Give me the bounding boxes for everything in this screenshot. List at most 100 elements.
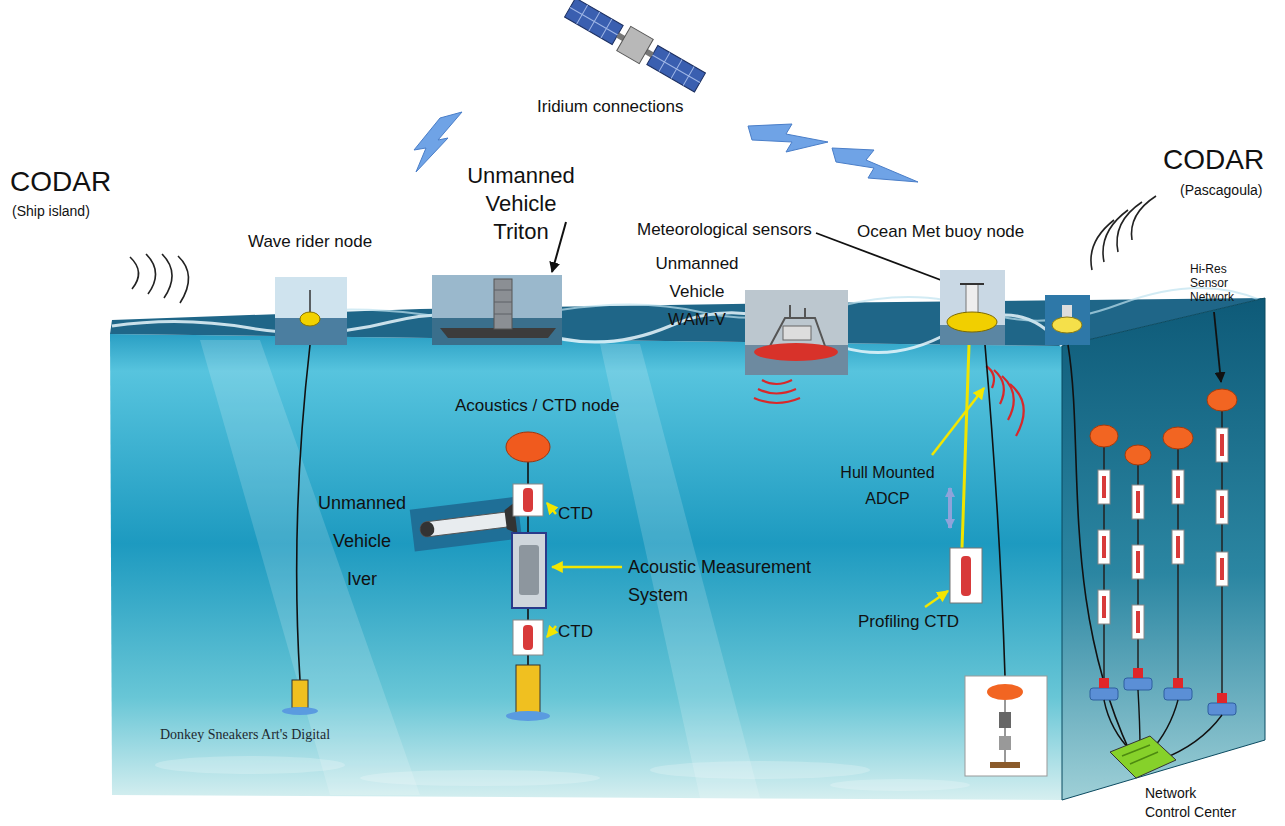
hi-res-sensor-network <box>1176 476 1180 498</box>
hi-res-sensor-network <box>1136 551 1140 573</box>
sea-block <box>155 756 970 791</box>
small-buoy-node <box>1052 317 1082 333</box>
iver-vehicle <box>410 497 522 552</box>
satellite-link-label-holder: Iridium connections <box>537 97 683 117</box>
sea-block <box>110 288 1265 800</box>
watermark: Donkey Sneakers Art's Digital <box>160 726 330 743</box>
vehicle-label: Unmanned Vehicle Iver <box>318 484 406 598</box>
met-buoy-node <box>999 712 1011 728</box>
met-buoy-node <box>947 312 997 332</box>
sea-block <box>155 756 345 774</box>
codar-waves <box>146 254 156 294</box>
acoustics-ctd-mooring <box>506 432 550 462</box>
vehicle-label-holder: Unmanned Vehicle Triton <box>467 162 575 246</box>
station-place: (Ship island) <box>12 203 90 220</box>
satellite <box>563 0 707 95</box>
station-place-holder: (Ship island) <box>12 203 90 220</box>
satellite <box>647 45 706 92</box>
station-place-holder: (Pascagoula) <box>1180 182 1263 199</box>
codar-waves <box>178 256 189 303</box>
hi-res-sensor-network <box>1102 536 1106 558</box>
sea-block <box>650 761 870 779</box>
hi-res-sensor-network <box>1110 736 1176 778</box>
codar-waves <box>162 254 172 298</box>
hi-res-sensor-network <box>1102 596 1106 618</box>
met-buoy-node <box>965 676 1047 776</box>
vehicle-label: Unmanned Vehicle WAM-V <box>655 250 738 334</box>
triton-vehicle <box>552 222 566 272</box>
wave-rider-node <box>300 312 320 326</box>
hi-res-sensor-network <box>1098 428 1228 639</box>
acoustics-ctd-mooring <box>519 545 539 595</box>
codar-waves <box>1091 220 1114 270</box>
node-label: Ocean Met buoy node <box>857 222 1024 242</box>
hi-res-sensor-network <box>1104 410 1222 703</box>
satellite <box>647 45 706 92</box>
hi-res-sensor-network <box>1099 668 1227 703</box>
wam-v-vehicle <box>754 343 838 361</box>
wam-v-vehicle <box>745 290 848 403</box>
satellite <box>617 26 654 63</box>
acoustics-ctd-mooring <box>552 566 622 569</box>
hi-res-sensor-network <box>1136 491 1140 513</box>
small-buoy-node <box>1045 295 1130 752</box>
met-buoy-node <box>961 556 971 596</box>
station-name: CODAR <box>1163 144 1264 176</box>
instrument-label: CTD <box>558 504 593 524</box>
station-name-holder: CODAR <box>1163 144 1264 176</box>
station-place: (Pascagoula) <box>1180 182 1263 199</box>
hi-res-sensor-network <box>1207 389 1237 411</box>
hi-res-sensor-network <box>1132 545 1144 579</box>
hi-res-sensor-network <box>1090 425 1118 447</box>
triton-vehicle <box>494 290 512 314</box>
small-buoy-node <box>1045 295 1090 345</box>
met-buoy-node <box>987 684 1023 700</box>
sea-block <box>110 334 1062 800</box>
met-buoy-node <box>950 548 982 603</box>
hi-res-sensor-network <box>1216 490 1228 524</box>
instrument-label: Profiling CTD <box>858 612 959 632</box>
acoustics-ctd-mooring <box>523 488 533 512</box>
triton-vehicle <box>432 275 562 345</box>
node-label: Wave rider node <box>248 232 372 252</box>
hi-res-sensor-network <box>1098 590 1110 624</box>
iver-vehicle <box>419 521 435 538</box>
wave-rider-node <box>297 345 310 680</box>
hi-res-sensor-network <box>1132 485 1144 519</box>
watermark-holder: Donkey Sneakers Art's Digital <box>160 726 330 743</box>
met-buoy-node <box>990 762 1020 768</box>
sea-block <box>200 340 420 795</box>
acoustics-ctd-mooring <box>547 626 556 637</box>
acoustics-ctd-mooring <box>523 625 533 650</box>
hi-res-sensor-network <box>1172 470 1184 504</box>
hi-res-sensor-network <box>1090 389 1237 465</box>
control-center-label-holder: Network Control Center <box>1145 784 1241 822</box>
wam-v-vehicle <box>745 290 848 375</box>
hi-res-sensor-network <box>1220 496 1224 518</box>
hi-res-sensor-network <box>1099 678 1109 688</box>
acoustics-ctd-mooring <box>513 620 543 655</box>
acoustics-ctd-mooring <box>547 503 556 514</box>
hi-res-sensor-network <box>1208 703 1236 715</box>
hi-res-sensor-network <box>1090 688 1118 700</box>
hi-res-sensor-network <box>1220 558 1224 580</box>
met-buoy-node <box>940 270 1005 345</box>
instrument-label-holder: Profiling CTD <box>858 612 959 632</box>
wave-rider-node <box>309 290 311 314</box>
wave-rider-node <box>292 680 308 708</box>
acoustics-ctd-mooring <box>516 665 540 713</box>
radio-link-bolts <box>748 124 828 152</box>
network-label-holder: Hi-Res Sensor Network <box>1190 262 1234 304</box>
acoustics-ctd-mooring <box>512 533 546 608</box>
hi-res-sensor-network <box>1122 745 1158 764</box>
met-buoy-node <box>1002 376 1014 420</box>
hi-res-sensor-network <box>1138 690 1140 748</box>
node-label: Acoustics / CTD node <box>455 396 619 416</box>
wam-v-vehicle <box>754 380 800 403</box>
wam-v-vehicle <box>783 326 811 340</box>
vehicle-label-holder: Unmanned Vehicle WAM-V <box>655 250 738 334</box>
instrument-label-holder: Hull Mounted ADCP <box>835 460 940 512</box>
acoustics-ctd-mooring <box>506 432 622 721</box>
